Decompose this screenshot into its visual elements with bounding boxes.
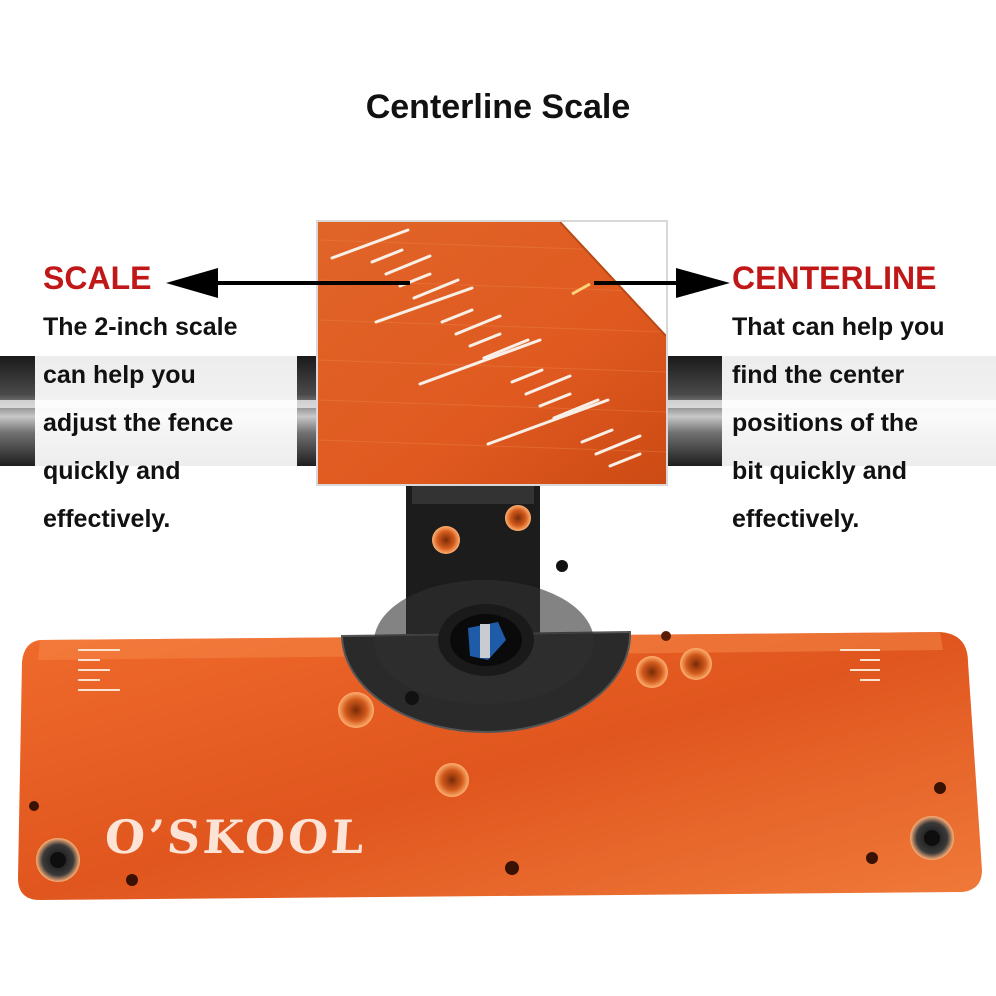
centerline-line: bit quickly and <box>732 457 908 485</box>
zoom-inset <box>316 220 668 486</box>
scale-description: The 2-inch scale can help you adjust the… <box>43 303 293 543</box>
centerline-heading: CENTERLINE <box>732 260 937 296</box>
scale-callout: SCALE The 2-inch scale can help you adju… <box>43 258 293 543</box>
centerline-callout: CENTERLINE That can help you find the ce… <box>732 258 994 543</box>
page-title: Centerline Scale <box>365 88 631 126</box>
centerline-description: That can help you find the center positi… <box>732 303 994 543</box>
centerline-line: That can help you <box>732 313 945 341</box>
centerline-line: find the center <box>732 361 905 389</box>
scale-arrow <box>166 268 410 298</box>
centerline-arrow <box>594 268 730 298</box>
router-plate <box>18 631 982 900</box>
scale-heading: SCALE <box>43 260 152 296</box>
centerline-line: effectively. <box>732 505 860 533</box>
centerline-line: positions of the <box>732 409 919 437</box>
scale-line: quickly and <box>43 457 181 485</box>
scale-line: can help you <box>43 361 196 389</box>
scale-line: The 2-inch scale <box>43 313 238 341</box>
scale-line: effectively. <box>43 505 171 533</box>
scale-line: adjust the fence <box>43 409 234 437</box>
insert-ring <box>340 560 632 733</box>
brand-engraving: O’SKOOL <box>103 810 369 864</box>
